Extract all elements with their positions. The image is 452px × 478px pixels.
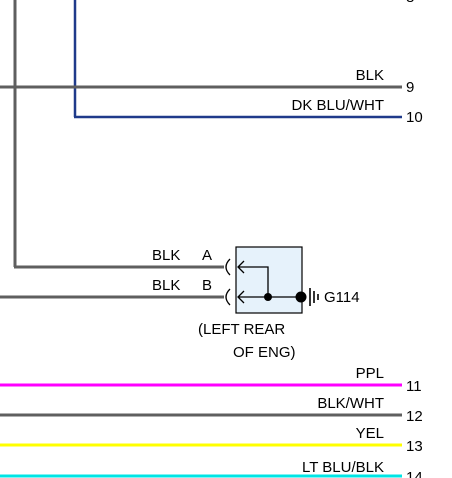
ground-location-line1: (LEFT REAR	[198, 321, 285, 338]
ground-cavity-a: A	[202, 247, 212, 264]
terminal-a-pin	[237, 260, 269, 297]
ground-eyelet-dot	[295, 291, 307, 303]
wire-10-label: DK BLU/WHT	[291, 97, 384, 114]
pin-number-11: 11	[406, 378, 422, 395]
terminal-b-symbol	[225, 288, 231, 306]
wire-14-label: LT BLU/BLK	[302, 459, 384, 476]
pin-number-13: 13	[406, 438, 423, 455]
pin-number-8-cut: 8	[406, 0, 414, 6]
pin-number-14: 14	[406, 469, 423, 478]
ground-location-line2: OF ENG)	[233, 344, 296, 361]
pin-number-9: 9	[406, 79, 414, 96]
pin-number-12: 12	[406, 408, 423, 425]
ground-connector-box	[235, 246, 303, 314]
wire-13-label: YEL	[356, 425, 384, 442]
ground-id-label: G114	[324, 289, 360, 306]
splice-dot	[264, 293, 272, 301]
pin-number-10: 10	[406, 109, 423, 126]
terminal-a-symbol	[225, 258, 231, 276]
wire-11-label: PPL	[356, 365, 384, 382]
ground-cavity-b: B	[202, 277, 212, 294]
wire-9-label: BLK	[356, 67, 384, 84]
ground-wire-a-label: BLK	[152, 247, 180, 264]
wire-12-label: BLK/WHT	[317, 395, 384, 412]
ground-wire-b-label: BLK	[152, 277, 180, 294]
